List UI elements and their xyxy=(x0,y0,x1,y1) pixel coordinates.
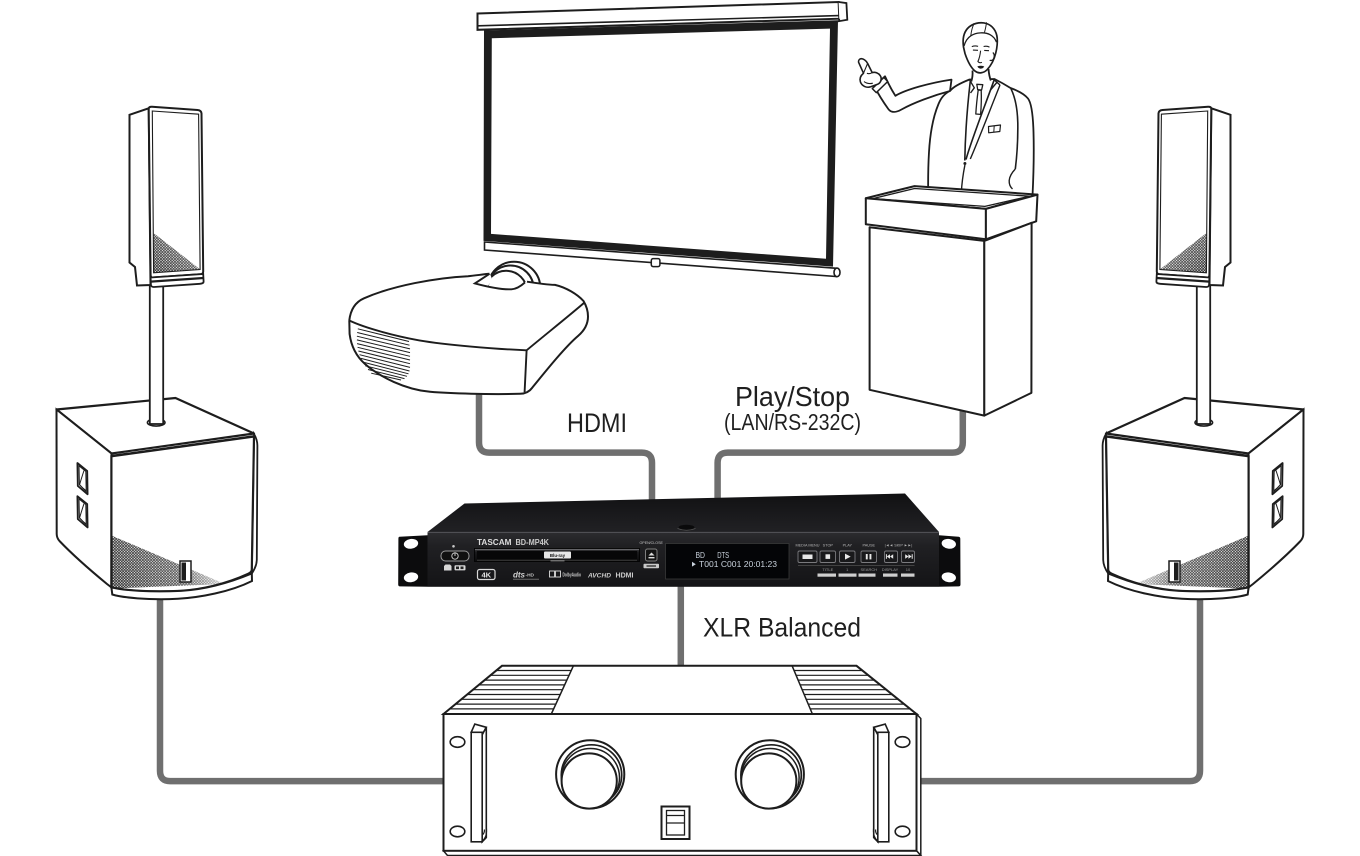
svg-text:PAUSE: PAUSE xyxy=(863,543,876,547)
svg-text:DISPLAY: DISPLAY xyxy=(882,567,899,572)
svg-text:4K: 4K xyxy=(481,571,491,580)
svg-text:TASCAM: TASCAM xyxy=(477,537,512,547)
svg-text:AVCHD: AVCHD xyxy=(587,572,611,579)
svg-text:XLR Balanced: XLR Balanced xyxy=(703,613,861,643)
svg-text:1: 1 xyxy=(846,567,849,572)
svg-text:TITLE: TITLE xyxy=(822,567,833,572)
svg-text:DTS: DTS xyxy=(717,551,729,560)
svg-text:BD: BD xyxy=(696,551,706,560)
svg-text:|◄◄ SKIP ►►|: |◄◄ SKIP ►►| xyxy=(885,543,913,547)
svg-text:-HD: -HD xyxy=(526,573,535,579)
svg-text:DolbyAudio: DolbyAudio xyxy=(563,573,582,579)
svg-text:STOP: STOP xyxy=(823,543,834,547)
svg-text:(LAN/RS-232C): (LAN/RS-232C) xyxy=(724,409,861,435)
svg-text:HDMI: HDMI xyxy=(567,408,627,438)
svg-text:HDMI: HDMI xyxy=(616,571,634,580)
svg-text:T001 C001 20:01:23: T001 C001 20:01:23 xyxy=(699,560,777,569)
svg-text:SEARCH: SEARCH xyxy=(860,567,877,572)
svg-text:dts: dts xyxy=(513,570,526,579)
svg-text:OPEN/CLOSE: OPEN/CLOSE xyxy=(640,541,664,545)
svg-text:Play/Stop: Play/Stop xyxy=(735,381,850,412)
svg-text:Blu-ray: Blu-ray xyxy=(550,553,566,558)
svg-text:BD-MP4K: BD-MP4K xyxy=(516,538,550,547)
svg-text:MEDIA MENU: MEDIA MENU xyxy=(795,543,819,547)
svg-text:10: 10 xyxy=(906,567,911,572)
svg-text:PLAY: PLAY xyxy=(843,543,853,547)
